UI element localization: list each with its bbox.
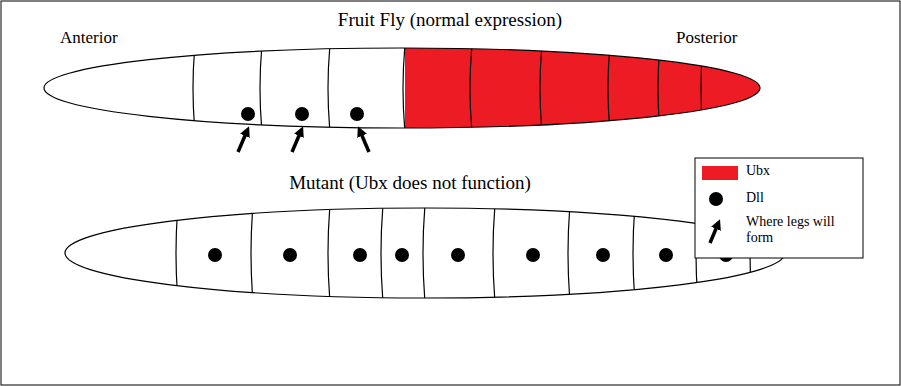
segment-line bbox=[701, 45, 703, 132]
legend-label: Ubx bbox=[746, 163, 852, 179]
dll-dot bbox=[526, 248, 540, 262]
segment-line bbox=[328, 45, 330, 132]
legend-label: Where legs will form bbox=[746, 214, 852, 246]
dll-dot bbox=[283, 248, 297, 262]
dll-dot bbox=[350, 107, 364, 121]
dll-dot bbox=[295, 107, 309, 121]
normal-fly-body bbox=[193, 40, 775, 140]
dll-dot bbox=[451, 248, 465, 262]
ubx-region bbox=[405, 40, 775, 140]
dll-dot bbox=[395, 248, 409, 262]
axis-label: Posterior bbox=[676, 28, 737, 48]
dll-dot bbox=[208, 248, 222, 262]
figure-heading: Fruit Fly (normal expression) bbox=[338, 9, 562, 31]
segment-line bbox=[328, 205, 330, 302]
legend-arrow-sample bbox=[710, 224, 718, 243]
segment-line bbox=[423, 205, 425, 302]
segment-line bbox=[493, 205, 495, 302]
legend-dot-sample bbox=[709, 192, 723, 206]
normal-fly-outline bbox=[44, 48, 760, 128]
segment-line bbox=[540, 45, 542, 132]
figure-heading: Mutant (Ubx does not function) bbox=[289, 172, 531, 194]
segment-line bbox=[251, 205, 253, 302]
dll-dot bbox=[353, 248, 367, 262]
legend-box bbox=[695, 158, 863, 258]
mutant-fly-outline bbox=[65, 208, 785, 298]
segment-line bbox=[381, 205, 383, 302]
segment-line bbox=[403, 45, 405, 132]
leg-arrow bbox=[292, 131, 301, 152]
leg-arrow bbox=[238, 131, 247, 152]
segment-line bbox=[633, 205, 635, 302]
segment-line bbox=[470, 45, 472, 132]
dll-dot bbox=[241, 107, 255, 121]
segment-line bbox=[260, 45, 262, 132]
legend-label: Dll bbox=[746, 190, 852, 206]
segment-line bbox=[608, 45, 610, 132]
axis-label: Anterior bbox=[60, 28, 118, 48]
legend-swatch bbox=[702, 166, 738, 180]
segment-line bbox=[568, 205, 570, 302]
segment-line bbox=[193, 45, 195, 132]
dll-dot bbox=[659, 248, 673, 262]
segment-line bbox=[176, 205, 178, 302]
dll-dot bbox=[596, 248, 610, 262]
leg-arrow bbox=[360, 131, 369, 152]
segment-line bbox=[658, 45, 660, 132]
